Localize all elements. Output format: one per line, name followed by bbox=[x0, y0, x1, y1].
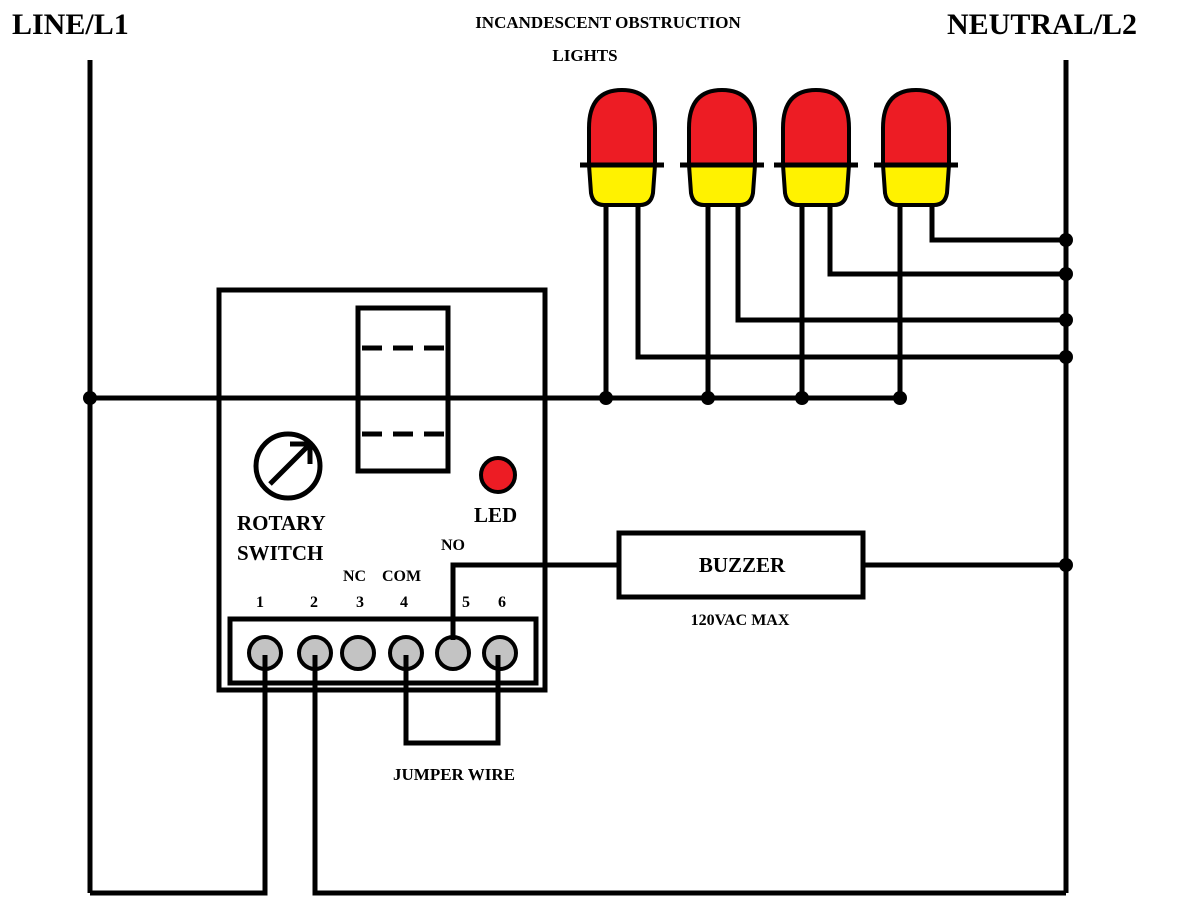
jumper-wire-label: JUMPER WIRE bbox=[393, 765, 515, 784]
line-l1-label: LINE/L1 bbox=[12, 8, 129, 41]
terminal-number-4: 4 bbox=[400, 594, 408, 611]
terminal-number-3: 3 bbox=[356, 594, 364, 611]
terminal1-line-wire bbox=[90, 655, 268, 896]
com-label: COM bbox=[382, 568, 421, 585]
jumper-wire bbox=[403, 655, 501, 746]
buzzer-rating-label: 120VAC MAX bbox=[691, 612, 790, 629]
rotary-switch-icon bbox=[253, 431, 323, 501]
obstruction-light-icon bbox=[774, 87, 858, 207]
nc-label: NC bbox=[343, 568, 366, 585]
no-to-buzzer-wire bbox=[450, 562, 620, 640]
led-label: LED bbox=[474, 503, 517, 527]
terminal-number-2: 2 bbox=[310, 594, 318, 611]
terminal-number-1: 1 bbox=[256, 594, 264, 611]
led-indicator-icon bbox=[479, 456, 517, 494]
junction-dots bbox=[83, 233, 1073, 572]
relay-symbol bbox=[355, 305, 451, 474]
terminal-number-6: 6 bbox=[498, 594, 506, 611]
terminal-screw-3 bbox=[340, 635, 376, 671]
obstruction-light-icon bbox=[874, 87, 958, 207]
lights-label-line2: LIGHTS bbox=[552, 46, 617, 65]
obstruction-light-icon bbox=[580, 87, 664, 207]
terminal-screws bbox=[247, 635, 518, 671]
rotary-switch-label-line2: SWITCH bbox=[237, 541, 323, 565]
lamp2-neutral-wire bbox=[735, 205, 1066, 323]
obstruction-light-icon bbox=[680, 87, 764, 207]
buzzer-label: BUZZER bbox=[699, 553, 786, 577]
lamp3-neutral-wire bbox=[827, 205, 1066, 277]
lamp4-neutral-wire bbox=[929, 205, 1066, 243]
obstruction-lights bbox=[580, 87, 958, 207]
terminal-numbers: 1 2 3 4 5 6 bbox=[256, 594, 506, 611]
terminal-number-5: 5 bbox=[462, 594, 470, 611]
terminal2-neutral-wire bbox=[312, 655, 1066, 896]
buzzer-box bbox=[616, 530, 866, 600]
terminal-screw-5 bbox=[435, 635, 471, 671]
lights-label-line1: INCANDESCENT OBSTRUCTION bbox=[475, 13, 741, 32]
neutral-l2-label: NEUTRAL/L2 bbox=[947, 8, 1137, 41]
relay-module-box bbox=[216, 287, 548, 693]
no-label: NO bbox=[441, 537, 465, 554]
lamp1-neutral-wire bbox=[635, 205, 1066, 360]
rotary-switch-label-line1: ROTARY bbox=[237, 511, 326, 535]
